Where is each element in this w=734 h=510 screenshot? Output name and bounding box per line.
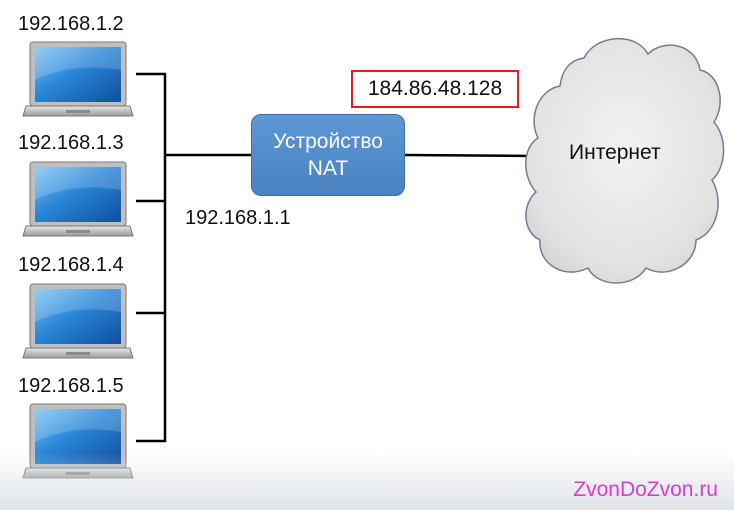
host-ip-label-2: 192.168.1.3 bbox=[18, 132, 124, 154]
internet-cloud-icon bbox=[525, 38, 725, 284]
laptop-icon bbox=[22, 41, 134, 117]
laptop-icon bbox=[22, 161, 134, 237]
watermark-text: ZvonDoZvon.ru bbox=[573, 478, 718, 501]
internet-label: Интернет bbox=[569, 141, 661, 164]
host-ip-label-3: 192.168.1.4 bbox=[18, 254, 124, 276]
nat-device-node: Устройство NAT bbox=[251, 114, 405, 196]
nat-local-ip-label: 192.168.1.1 bbox=[185, 207, 291, 229]
nat-device-title: Устройство bbox=[273, 129, 383, 153]
laptop-icon bbox=[22, 283, 134, 359]
public-ip-label: 184.86.48.128 bbox=[367, 77, 503, 100]
public-ip-highlight: 184.86.48.128 bbox=[351, 70, 519, 108]
host-ip-label-1: 192.168.1.2 bbox=[18, 13, 124, 35]
nat-device-subtitle: NAT bbox=[307, 157, 349, 180]
footer-band bbox=[0, 452, 734, 510]
wire-nat-internet bbox=[404, 153, 537, 158]
host-ip-label-4: 192.168.1.5 bbox=[18, 375, 124, 397]
